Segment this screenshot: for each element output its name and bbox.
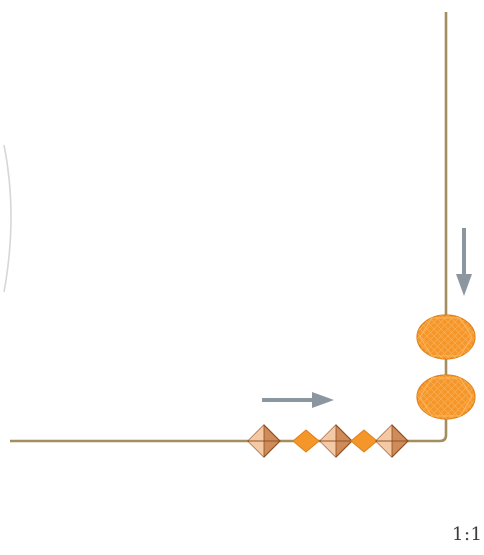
small-round-bead [292, 429, 320, 453]
wire [10, 12, 448, 443]
small-round-bead [350, 429, 378, 453]
bicone-bead [247, 424, 281, 458]
arrow-right-icon [262, 392, 334, 408]
rondelle-bead [416, 314, 476, 360]
bicone-bead [375, 424, 409, 458]
arrow-down-icon [456, 228, 472, 296]
rondelle-bead [416, 374, 476, 420]
guide-circle-arc [3, 144, 12, 293]
bicone-bead [319, 424, 353, 458]
scale-label: 1:1 [452, 524, 483, 545]
